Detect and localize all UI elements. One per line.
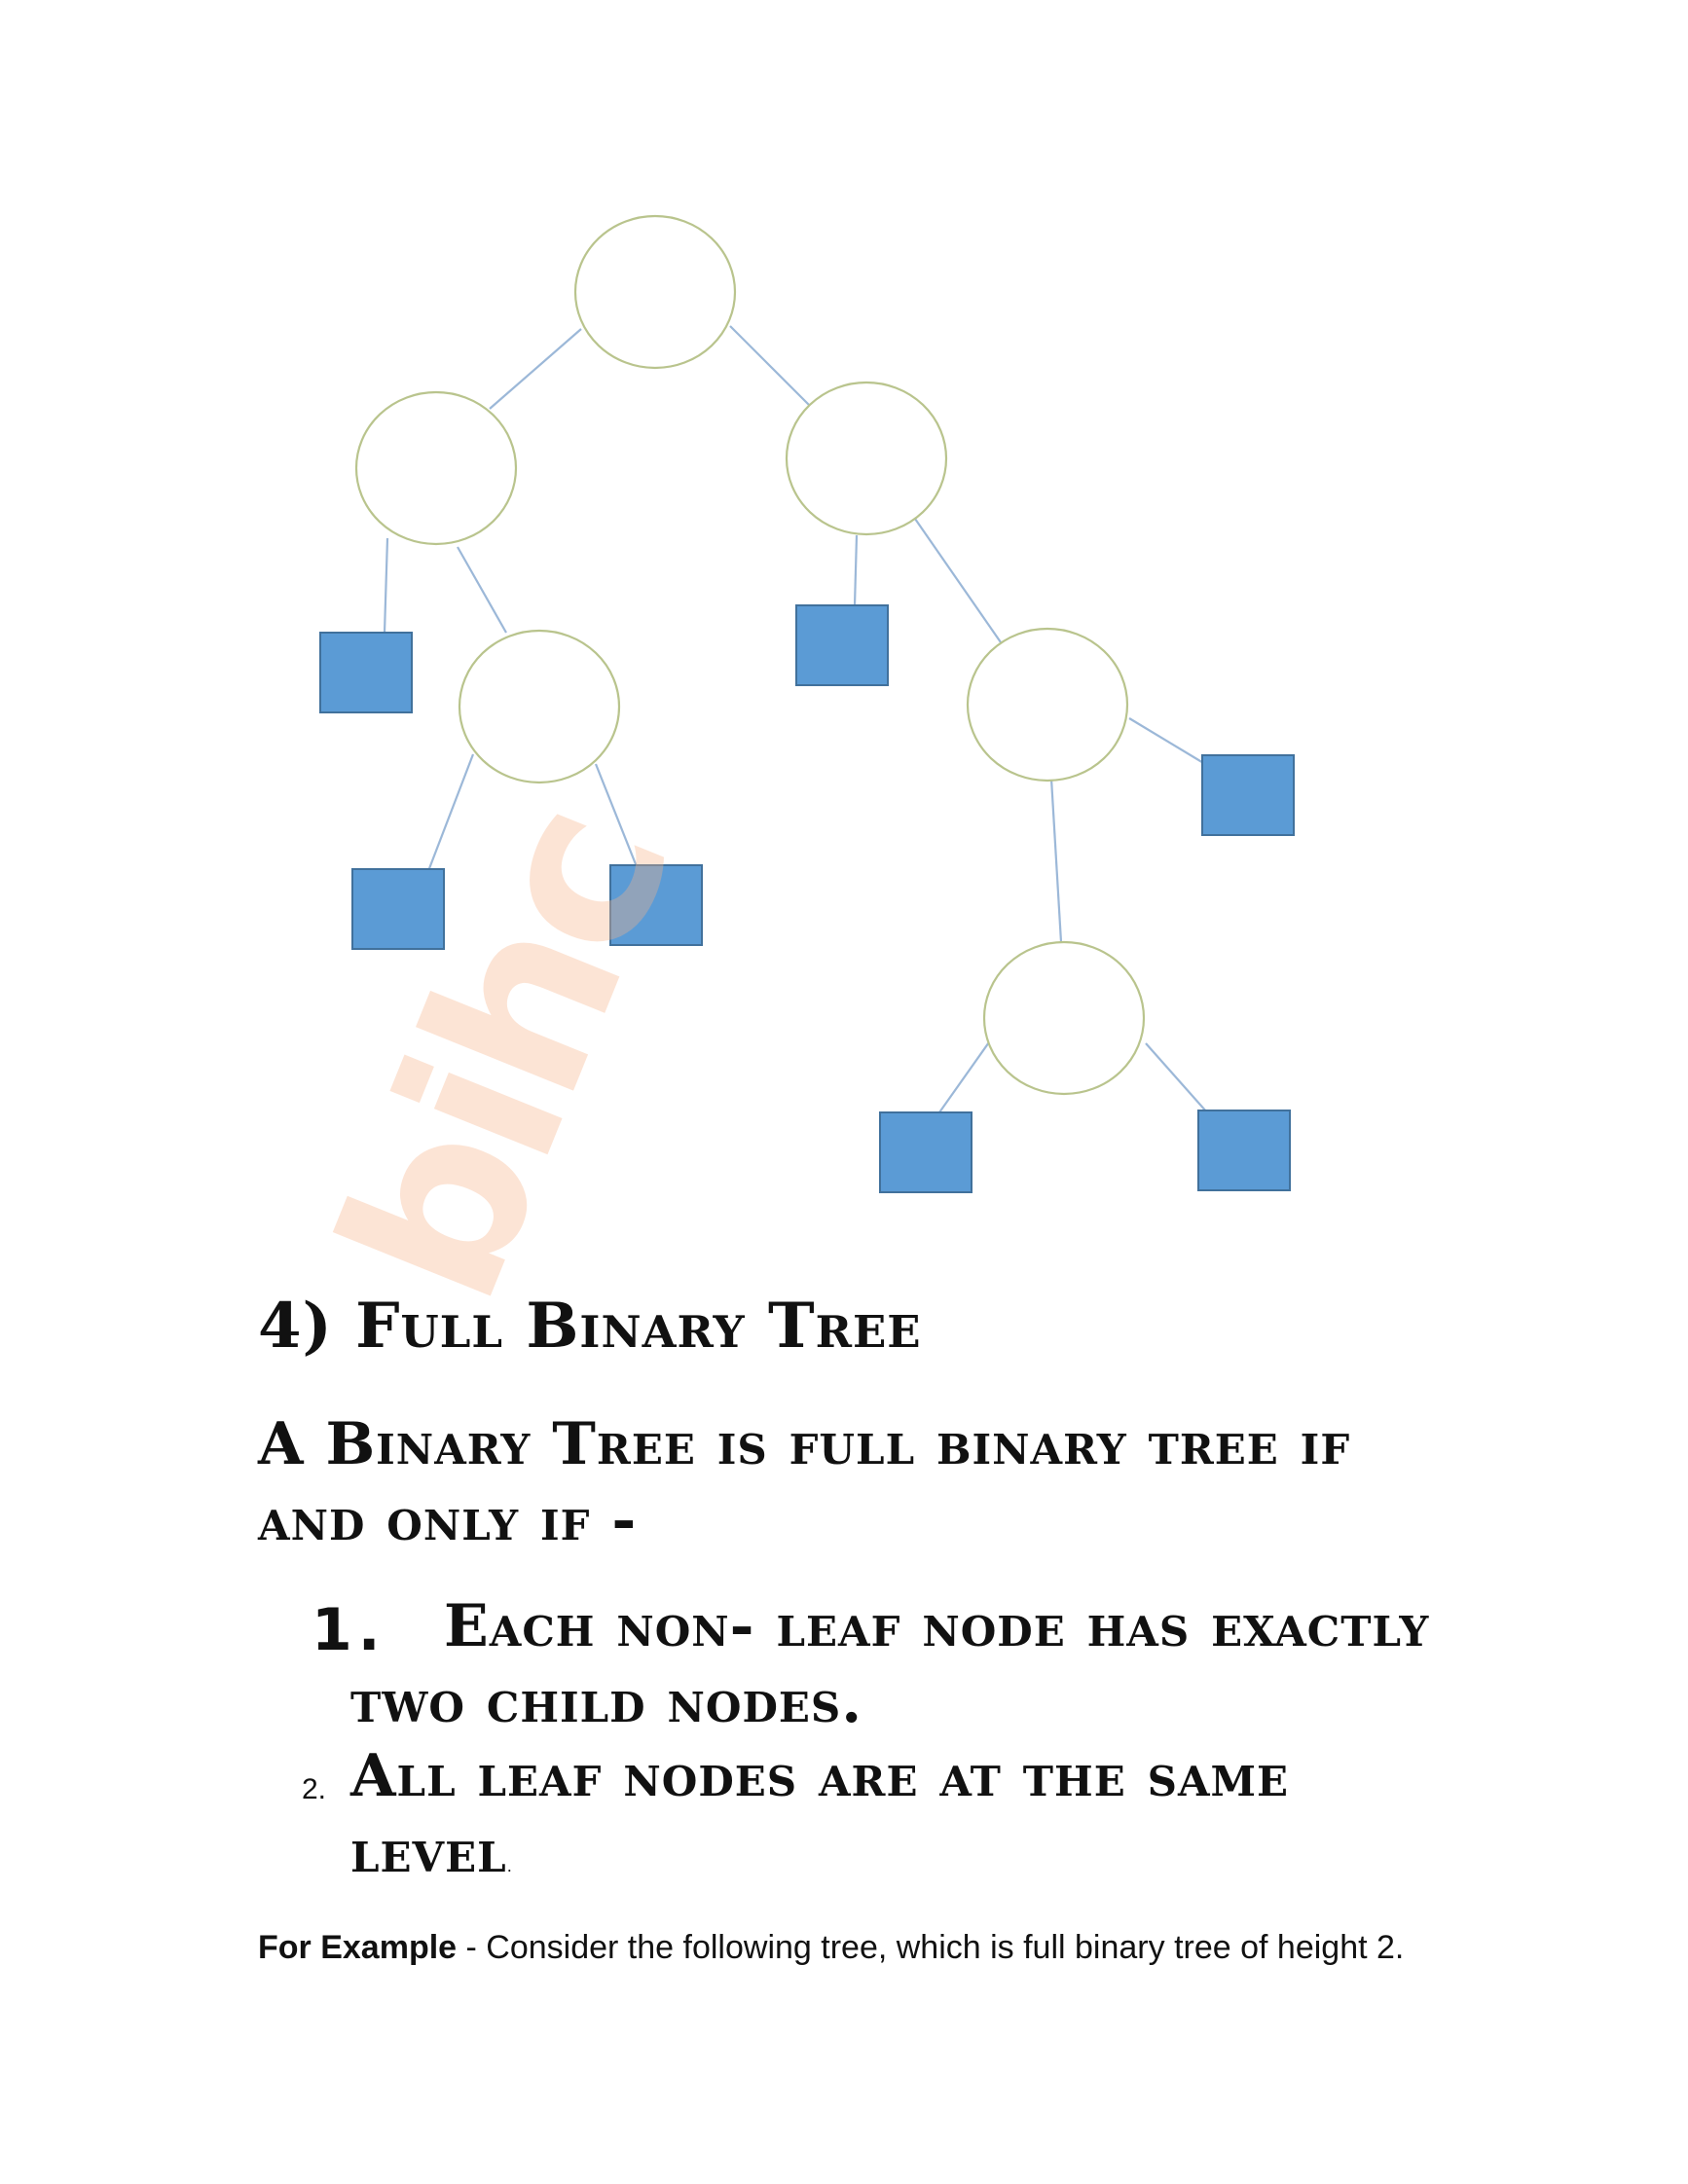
list-marker-2: 2. <box>302 1773 327 1805</box>
definition-text: A Binary Tree is full binary tree if and… <box>258 1410 1351 1554</box>
tree-edge <box>853 534 859 606</box>
section-heading: 4) Full Binary Tree <box>258 1290 922 1363</box>
leaf-node <box>609 864 703 946</box>
tree-edge <box>457 546 507 634</box>
leaf-node <box>1201 754 1295 836</box>
example-paragraph: For Example - Consider the following tre… <box>258 1929 1404 1967</box>
tree-node <box>458 629 621 784</box>
binary-tree-diagram <box>319 214 1295 1193</box>
tree-node <box>966 627 1129 783</box>
tree-edge <box>1145 1042 1208 1113</box>
condition-item-2-text: All leaf nodes are at the same level <box>350 1742 1290 1886</box>
example-text: - Consider the following tree, which is … <box>457 1929 1405 1966</box>
tree-node <box>573 214 737 370</box>
tree-node <box>354 390 518 546</box>
leaf-node <box>319 632 413 713</box>
condition-item-2-period: . <box>506 1857 513 1875</box>
condition-item-2: All leaf nodes are at the same level. <box>350 1738 1421 1905</box>
condition-item-1: Each non- leaf node has exactly two chil… <box>350 1592 1430 1736</box>
tree-edge <box>1128 717 1206 765</box>
tree-edge <box>938 1038 992 1113</box>
tree-edge <box>426 753 475 872</box>
tree-node <box>982 940 1146 1096</box>
tree-edge <box>383 537 389 634</box>
tree-edge <box>729 325 814 410</box>
example-lead: For Example <box>258 1929 458 1966</box>
tree-edge <box>489 328 582 410</box>
tree-edge <box>914 518 1002 643</box>
leaf-node <box>1197 1110 1291 1191</box>
leaf-node <box>879 1111 972 1193</box>
list-marker-1: 1. <box>312 1596 386 1664</box>
leaf-node <box>795 604 889 686</box>
tree-edge <box>1049 778 1063 943</box>
tree-edge <box>594 763 640 870</box>
tree-node <box>785 381 948 536</box>
leaf-node <box>351 868 445 950</box>
